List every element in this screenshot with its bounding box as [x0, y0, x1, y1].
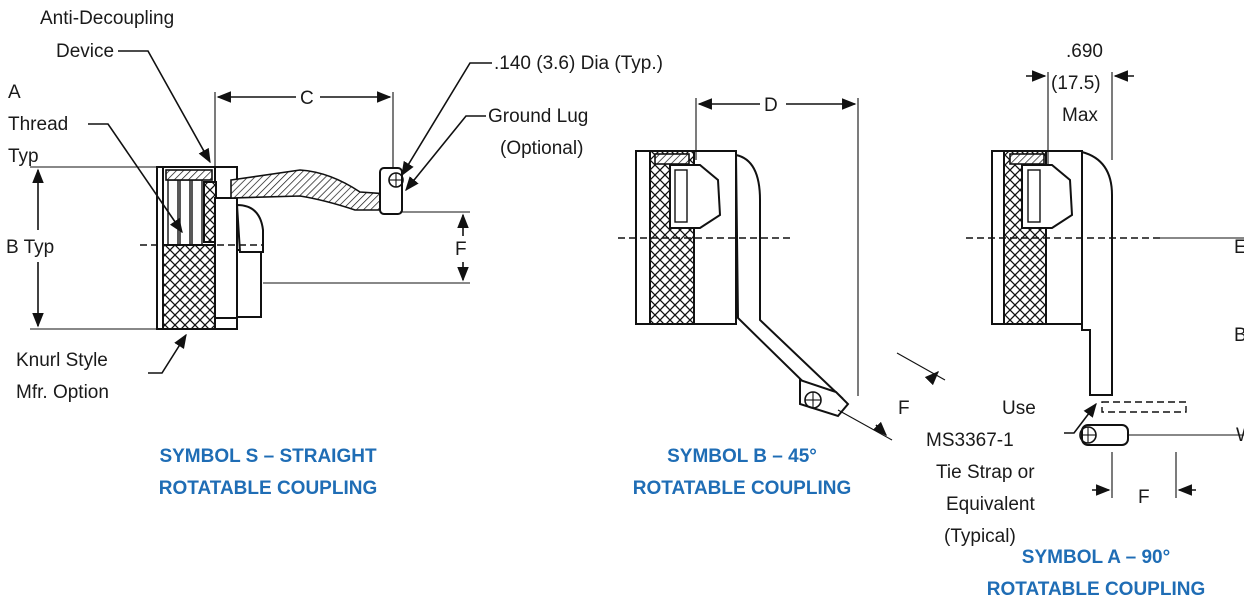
a-dim-inch-label: .690: [1066, 41, 1103, 62]
a-equivalent-label: Equivalent: [946, 494, 1035, 515]
a-edge-w-label: W: [1236, 425, 1244, 446]
a-dim-max-label: Max: [1062, 105, 1098, 126]
s-a-label: A: [8, 82, 21, 103]
s-knurl-style-label: Knurl Style: [16, 350, 108, 371]
s-b-typ-label: B Typ: [6, 237, 54, 258]
s-dia-label: .140 (3.6) Dia (Typ.): [494, 53, 663, 74]
s-ground-lug-label: Ground Lug: [488, 106, 588, 127]
a-caption-line-1: SYMBOL A – 90°: [1022, 547, 1170, 568]
s-f-label: F: [455, 239, 467, 260]
symbol-b-45: D F SYMBOL B – 45° ROTATABLE COUPLING: [618, 95, 946, 499]
b-caption-line-1: SYMBOL B – 45°: [667, 446, 817, 467]
s-mfr-option-label: Mfr. Option: [16, 382, 109, 403]
b-caption-line-2: ROTATABLE COUPLING: [633, 478, 851, 499]
s-anti-decoupling-label: Anti-Decoupling: [40, 8, 174, 29]
b-elbow-backshell: [734, 153, 844, 412]
s-thread-label: Thread: [8, 114, 68, 135]
s-optional-label: (Optional): [500, 138, 583, 159]
a-caption-line-2: ROTATABLE COUPLING: [987, 579, 1205, 600]
s-caption-line-2: ROTATABLE COUPLING: [159, 478, 377, 499]
a-typical-label: (Typical): [944, 526, 1016, 547]
a-ms3367-label: MS3367-1: [926, 430, 1014, 451]
symbol-s-straight: Anti-Decoupling Device A Thread Typ B Ty…: [6, 8, 663, 499]
a-edge-b-label: B: [1234, 325, 1244, 346]
a-dim-mm-label: (17.5): [1051, 73, 1101, 94]
s-device-label: Device: [56, 41, 114, 62]
a-tie-strap: [1101, 401, 1187, 413]
a-use-label: Use: [1002, 398, 1036, 419]
a-tie-strap-label: Tie Strap or: [936, 462, 1035, 483]
s-typ-label: Typ: [8, 146, 39, 167]
s-knurl-section: [162, 244, 216, 330]
b-ground-lug: [799, 378, 850, 418]
s-caption-line-1: SYMBOL S – STRAIGHT: [159, 446, 377, 467]
b-d-label: D: [764, 95, 778, 116]
b-f-label: F: [898, 398, 910, 419]
a-f-label: F: [1138, 487, 1150, 508]
s-ground-strap: [230, 169, 389, 211]
symbol-a-90: .690 (17.5) Max Use MS3367-1 Tie Strap o…: [926, 41, 1244, 600]
a-edge-e-label: E: [1234, 237, 1244, 258]
s-c-label: C: [300, 88, 314, 109]
a-elbow-backshell: [1081, 150, 1113, 396]
